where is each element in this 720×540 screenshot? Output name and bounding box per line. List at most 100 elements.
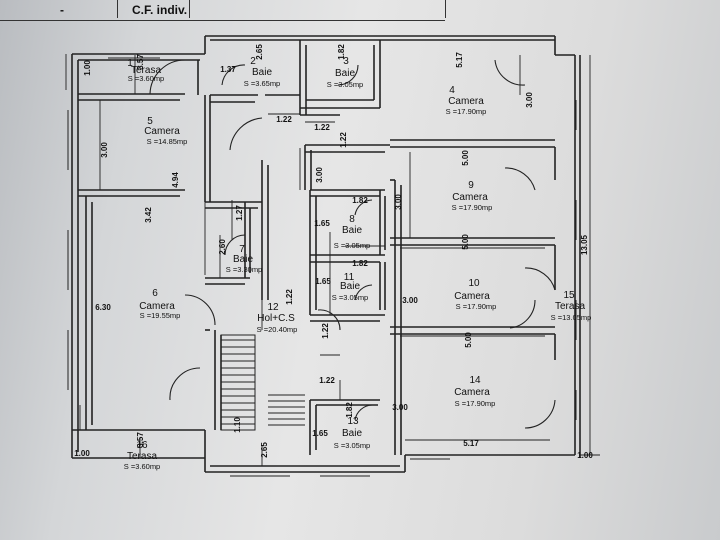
room-area: S =17.90mp [456, 302, 497, 311]
room-name: Camera [144, 126, 180, 137]
door-swing [524, 399, 556, 429]
dimension-label: 1.65 [312, 429, 328, 438]
dimension-label: 1.82 [352, 259, 368, 268]
room-area: S =3.30mp [226, 265, 262, 274]
dimension-label: 1.22 [339, 132, 348, 148]
dimension-label: 2.60 [218, 239, 227, 255]
door-swing [354, 199, 373, 216]
room-name: Baie [342, 225, 362, 236]
room-name: Camera [454, 387, 490, 398]
dimension-label: 3.00 [392, 403, 408, 412]
door-swing [317, 309, 341, 331]
door-swing [354, 404, 373, 421]
room-name: Baie [233, 254, 253, 265]
dimension-label: 2.65 [255, 44, 264, 60]
door-swing [229, 117, 263, 151]
room-number: 16 [136, 440, 148, 451]
room-number: 12 [267, 302, 279, 313]
dimension-label: 5.17 [455, 52, 464, 68]
dimension-label: 3.00 [100, 142, 109, 158]
header-cell-title: C.F. indiv. [118, 0, 190, 18]
room-area: S =17.90mp [455, 399, 496, 408]
dimension-label: 1.22 [321, 323, 330, 339]
door-swing [354, 284, 373, 301]
room-area: S =17.90mp [452, 203, 493, 212]
door-swing [169, 367, 201, 401]
dimension-label: 5.00 [461, 234, 470, 250]
dimension-label: 1.22 [319, 376, 335, 385]
room-area: S =3.05mp [327, 80, 363, 89]
dimension-label: 3.00 [394, 194, 403, 210]
room-name: Terasa [131, 65, 161, 76]
room-name: Camera [448, 96, 484, 107]
room-area: S =13.05mp [551, 313, 592, 322]
dimension-label: 5.00 [464, 332, 473, 348]
room-number: 14 [469, 375, 481, 386]
dimension-label: 3.42 [144, 207, 153, 223]
door-swing [504, 167, 536, 191]
dimension-label: 1.82 [337, 44, 346, 60]
dimension-label: 1.65 [315, 277, 331, 286]
room-area: S =17.90mp [446, 107, 487, 116]
room-number: 13 [347, 416, 359, 427]
room-area: S =3.60mp [124, 462, 160, 471]
room-number: 6 [152, 288, 158, 299]
dimension-label: 4.94 [171, 172, 180, 188]
dimension-label: 1.22 [314, 123, 330, 132]
room-area: S =3.05mp [332, 293, 368, 302]
room-number: 11 [344, 272, 355, 283]
room-name: Hol+C.S [257, 313, 295, 324]
room-number: 1 [127, 58, 133, 69]
room-name: Baie [342, 428, 362, 439]
room-name: Terasa [555, 301, 585, 312]
dimension-label: 6.30 [95, 303, 111, 312]
room-number: 7 [239, 244, 245, 255]
door-swing [221, 64, 246, 86]
door-swing [337, 64, 359, 86]
room-area: S =3.60mp [128, 74, 164, 83]
walls [71, 35, 581, 473]
room-area: S =3.65mp [244, 79, 280, 88]
windows [67, 35, 581, 477]
dimension-label: 1.82 [345, 402, 354, 418]
dimension-label: 3.00 [315, 167, 324, 183]
header-cell-blank [190, 0, 446, 18]
room-name: Terasa [127, 451, 157, 462]
door-swing [224, 234, 246, 256]
room-number: 4 [449, 85, 455, 96]
dimension-label: 5.00 [461, 150, 470, 166]
room-number: 5 [147, 116, 153, 127]
dimension-lines [65, 54, 600, 466]
staircase [220, 334, 305, 431]
dimension-label: 1.27 [235, 205, 244, 221]
door-swing [149, 59, 186, 95]
room-number: 10 [468, 278, 480, 289]
dimension-label: 3.57 [136, 432, 145, 448]
room-area: S =3.05mp [334, 441, 370, 450]
dimension-label: 1.82 [352, 196, 368, 205]
dimension-label: 1.00 [83, 60, 92, 76]
door-swing [184, 294, 216, 326]
dimension-label: 1.00 [74, 449, 90, 458]
dimension-label: 1.37 [220, 65, 236, 74]
dimension-label: 2.65 [260, 442, 269, 458]
header-table: - C.F. indiv. [0, 0, 446, 21]
dimension-labels: 1.00 3.57 1.37 2.65 1.82 5.17 3.00 3.00 1.22 1.22… [74, 44, 593, 460]
room-name: Camera [139, 301, 175, 312]
dimension-label: 3.57 [136, 54, 145, 70]
dimension-label: 3.00 [525, 92, 534, 108]
dimension-label: 1.22 [276, 115, 292, 124]
room-name: Baie [335, 68, 355, 79]
dimension-label: 1.00 [577, 451, 593, 460]
dimension-label: 1.10 [233, 417, 242, 433]
room-name: Camera [454, 291, 490, 302]
dimension-label: 3.00 [402, 296, 418, 305]
dimension-label: 13.05 [580, 234, 589, 255]
room-area: S =20.40mp [257, 325, 298, 334]
room-name: Baie [252, 67, 272, 78]
room-area: S =19.55mp [140, 311, 181, 320]
door-swing [509, 299, 536, 329]
